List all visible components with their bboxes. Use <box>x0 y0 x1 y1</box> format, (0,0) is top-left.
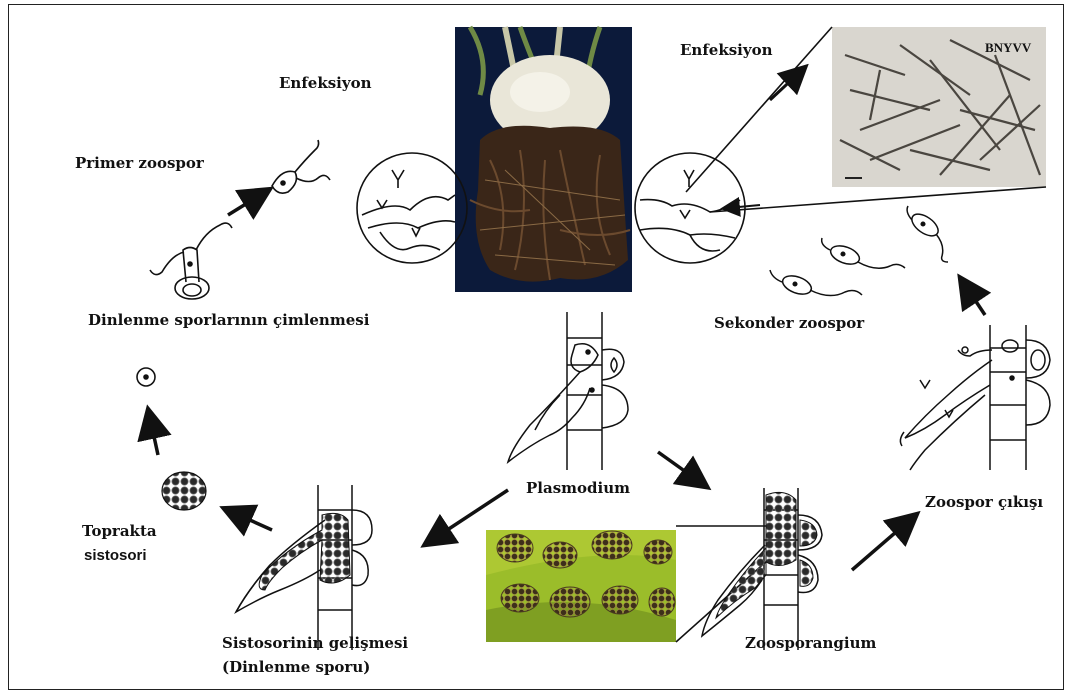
cystosori-development-label: Sistosorinin gelişmesi <box>222 635 408 652</box>
cystosori-development-drawing <box>236 485 372 650</box>
arrow-to-resting-spore <box>150 418 158 455</box>
arrow-to-primary-zoospore <box>228 194 262 215</box>
soil-cystosori-label-line2: sistosori <box>84 547 147 564</box>
infection-pointer-arrow <box>728 205 760 208</box>
virus-label: BNYVV <box>985 40 1031 56</box>
zoosporangium-label: Zoosporangium <box>745 635 876 652</box>
primary-zoospore-cell <box>272 140 330 193</box>
secondary-zoospore-cells <box>770 206 948 298</box>
arrow-to-zoosporangium <box>658 452 700 482</box>
secondary-zoospore-label: Sekonder zoospor <box>714 315 864 332</box>
infection-label-left: Enfeksiyon <box>279 75 372 92</box>
zoosporangia-micrograph <box>486 530 676 642</box>
sugar-beet-root-photo <box>455 27 632 292</box>
primary-zoospore-label: Primer zoospor <box>75 155 204 172</box>
root-hair-infection-left <box>357 153 467 263</box>
virus-pointer-arrow <box>770 72 800 100</box>
infection-label-right: Enfeksiyon <box>680 42 773 59</box>
resting-spore-note-label: (Dinlenme sporu) <box>222 659 370 676</box>
cystosorus-cluster <box>162 472 206 510</box>
arrow-to-soil-cystosori <box>232 512 272 530</box>
resting-spore <box>137 368 155 386</box>
arrow-to-zoospore-release <box>852 520 910 570</box>
soil-cystosori-label-line1: Toprakta <box>82 523 157 540</box>
arrow-to-secondary-zoospore <box>965 285 985 315</box>
zoospore-release-label: Zoospor çıkışı <box>925 494 1043 511</box>
plasmodium-drawing <box>508 312 628 470</box>
zoosporangium-fill <box>716 492 817 618</box>
germinating-resting-spore <box>150 223 232 299</box>
resting-germination-label: Dinlenme sporlarının çimlenmesi <box>88 312 369 329</box>
plasmodium-label: Plasmodium <box>526 480 630 497</box>
zoospore-release-drawing <box>900 325 1050 470</box>
